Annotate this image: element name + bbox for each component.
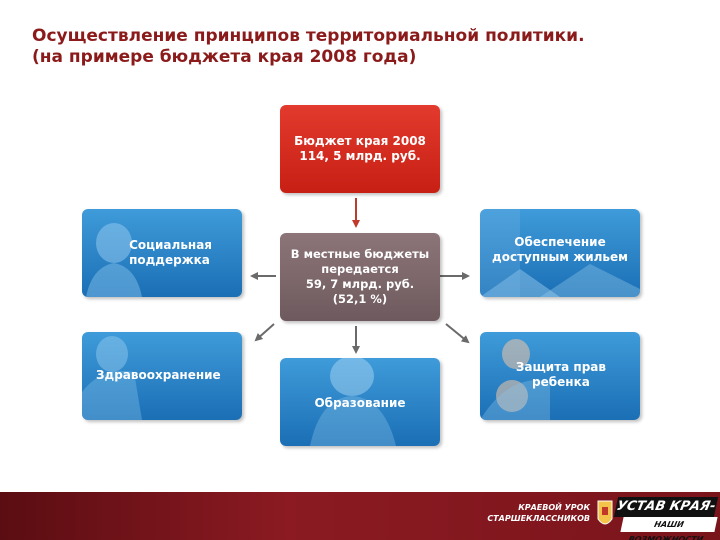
footer-lesson-text: КРАЕВОЙ УРОК СТАРШЕКЛАССНИКОВ xyxy=(487,503,590,523)
education-box: Образование xyxy=(280,358,440,446)
badge-top-text: УСТАВ КРАЯ- xyxy=(613,497,719,517)
local-budgets-box: В местные бюджеты передается 59, 7 млрд.… xyxy=(280,233,440,321)
arrow-local-to-health xyxy=(254,323,275,342)
title-line-2: (на примере бюджета края 2008 года) xyxy=(32,47,417,67)
health-photo-icon xyxy=(82,336,142,420)
education-photo-icon xyxy=(310,358,396,446)
education-label: Образование xyxy=(314,396,406,410)
slide-title: Осуществление принципов территориальной … xyxy=(32,26,692,68)
housing-box: Обеспечение доступным жильем xyxy=(480,209,640,297)
coat-of-arms-icon xyxy=(597,500,613,525)
health-label: Здравоохранение xyxy=(96,368,221,382)
health-box: Здравоохранение xyxy=(82,332,242,420)
budget-label: Бюджет края 2008 114, 5 млрд. руб. xyxy=(294,134,426,163)
title-line-1: Осуществление принципов территориальной … xyxy=(32,26,585,46)
housing-label: Обеспечение доступным жильем xyxy=(492,235,628,264)
arrow-local-to-children xyxy=(445,323,470,344)
social-support-box: Социальная поддержка xyxy=(82,209,242,297)
children-rights-label: Защита прав ребенка xyxy=(515,360,606,389)
children-photo-icon xyxy=(480,339,550,420)
charter-badge: УСТАВ КРАЯ- НАШИ ВОЗМОЖНОСТИ xyxy=(613,497,719,540)
badge-bottom-text: НАШИ ВОЗМОЖНОСТИ xyxy=(620,517,718,540)
social-photo-icon xyxy=(86,223,142,297)
local-budgets-label: В местные бюджеты передается 59, 7 млрд.… xyxy=(290,247,430,306)
social-support-label: Социальная поддержка xyxy=(129,238,212,267)
budget-box: Бюджет края 2008 114, 5 млрд. руб. xyxy=(280,105,440,193)
children-rights-box: Защита прав ребенка xyxy=(480,332,640,420)
housing-photo-icon xyxy=(480,209,640,297)
